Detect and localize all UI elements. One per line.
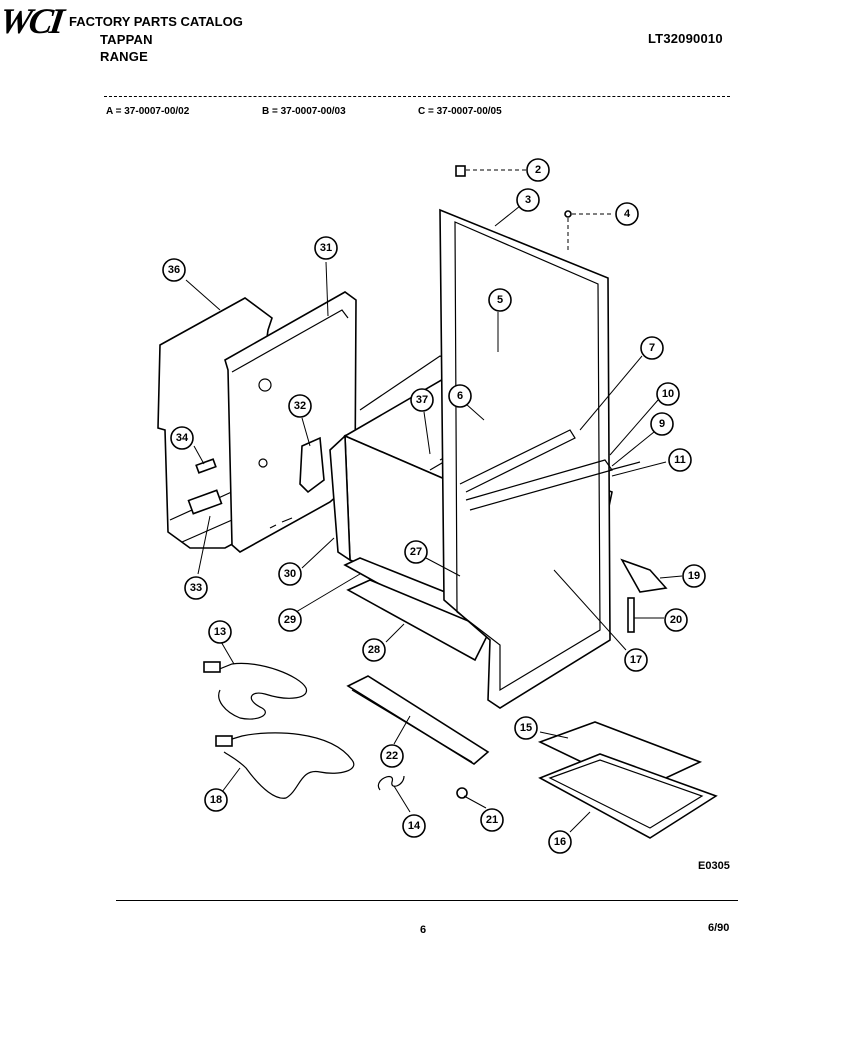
callout-21-label: 21 [486,814,498,826]
nut [564,210,572,218]
catalog-header: WCI FACTORY PARTS CATALOG [0,0,848,42]
callout-32-label: 32 [294,400,306,412]
callout-31: 31 [314,236,338,260]
variant-b: B = 37-0007-00/03 [262,106,346,117]
callout-31-label: 31 [320,242,332,254]
callout-20: 20 [664,608,688,632]
callout-18: 18 [204,788,228,812]
broiler-pan-liner [343,557,492,662]
model-code: LT32090010 [648,31,723,46]
page-number: 6 [420,924,427,936]
callout-5-label: 5 [497,294,503,306]
variant-c: C = 37-0007-00/05 [418,106,502,117]
broiler-pan [537,721,718,839]
callout-4: 4 [615,202,639,226]
callout-30: 30 [278,562,302,586]
callout-33-label: 33 [190,582,202,594]
callout-28: 28 [362,638,386,662]
spring-clip [377,775,405,791]
callout-27-label: 27 [410,546,422,558]
burner-box [346,675,490,765]
callout-15: 15 [514,716,538,740]
variant-a: A = 37-0007-00/02 [106,106,190,117]
callout-2: 2 [526,158,550,182]
callout-9: 9 [650,412,674,436]
callout-21: 21 [480,808,504,832]
footer-rule [116,900,738,901]
callout-34: 34 [170,426,194,450]
callout-36-label: 36 [168,264,180,276]
callout-11-label: 11 [674,454,686,466]
knob-shaft [627,597,635,633]
callout-34-label: 34 [176,432,189,444]
brand-line-1: TAPPAN [100,32,153,47]
control-knob [620,558,668,593]
callout-29-label: 29 [284,614,296,626]
screw [455,165,466,177]
callout-27: 27 [404,540,428,564]
callout-20-label: 20 [670,614,682,626]
callout-11: 11 [668,448,692,472]
callout-17: 17 [624,648,648,672]
callout-7-label: 7 [649,342,655,354]
bake-element [215,732,355,799]
callout-16: 16 [548,830,572,854]
catalog-date: 6/90 [708,922,730,934]
callout-3: 3 [516,188,540,212]
broil-element [203,661,308,720]
callout-22: 22 [380,744,404,768]
callout-32: 32 [288,394,312,418]
callout-7: 7 [640,336,664,360]
callout-6-label: 6 [457,390,463,402]
callout-5: 5 [488,288,512,312]
brand-label: TAPPAN RANGE [100,31,153,65]
variant-legend: A = 37-0007-00/02 B = 37-0007-00/03 C = … [106,106,502,117]
callout-9-label: 9 [659,418,665,430]
callout-3-label: 3 [525,194,531,206]
catalog-title: FACTORY PARTS CATALOG [69,13,243,29]
callout-28-label: 28 [368,644,380,656]
callout-13: 13 [208,620,232,644]
brand-line-2: RANGE [100,49,148,64]
callout-4-label: 4 [624,208,631,220]
door-trim [459,429,641,511]
callout-29: 29 [278,608,302,632]
callout-30-label: 30 [284,568,296,580]
callout-14-label: 14 [408,820,421,832]
header-rule [104,96,730,97]
bushing [456,787,468,799]
callout-19: 19 [682,564,706,588]
side-panel [224,291,357,553]
callout-2-label: 2 [535,164,541,176]
callout-14: 14 [402,814,426,838]
callout-13-label: 13 [214,626,226,638]
callout-10: 10 [656,382,680,406]
callout-6: 6 [448,384,472,408]
figure-code: E0305 [698,860,730,872]
callout-19-label: 19 [688,570,700,582]
callout-36: 36 [162,258,186,282]
callout-37: 37 [410,388,434,412]
callout-15-label: 15 [520,722,532,734]
leader-lines [185,169,683,833]
callout-37-label: 37 [416,394,428,406]
callout-18-label: 18 [210,794,222,806]
callout-33: 33 [184,576,208,600]
callout-10-label: 10 [662,388,674,400]
callout-16-label: 16 [554,836,566,848]
callout-17-label: 17 [630,654,642,666]
oven-frame [439,208,611,709]
callout-22-label: 22 [386,750,398,762]
